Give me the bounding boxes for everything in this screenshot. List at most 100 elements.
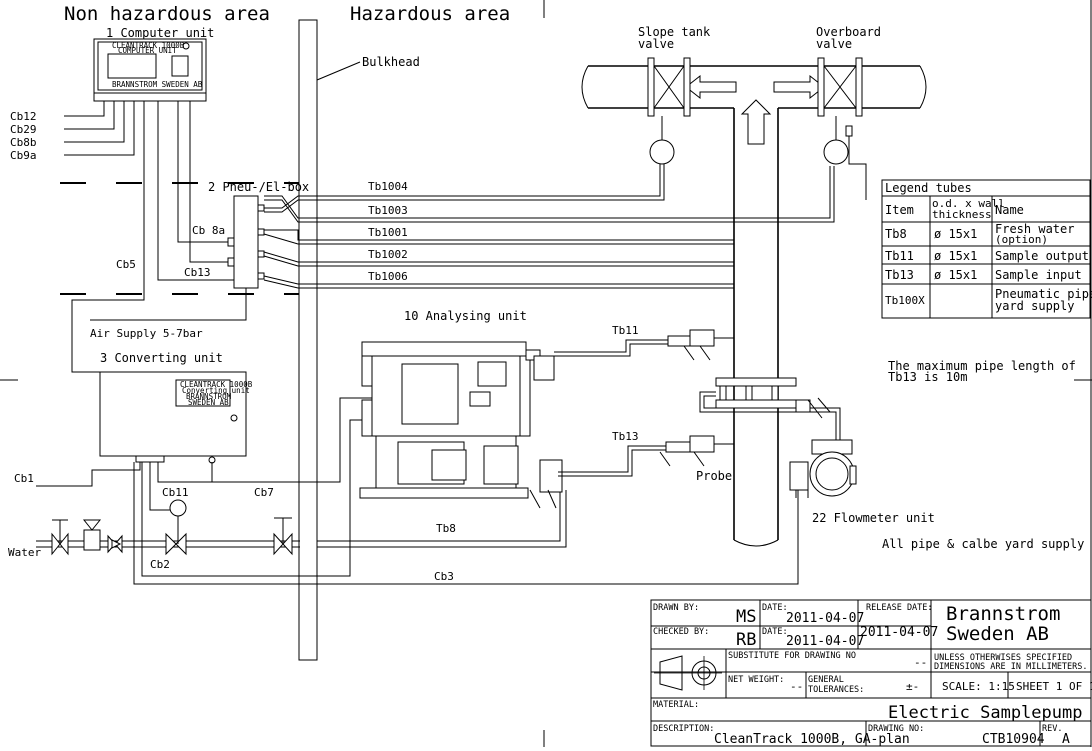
date-label: DATE: <box>762 627 788 637</box>
legend-header-name: Name <box>995 203 1024 217</box>
main-pipe-vertical <box>733 108 779 540</box>
tube-tb1003-b <box>264 166 835 223</box>
computer-unit-gland-strip <box>93 92 207 102</box>
cable-label-cb11: Cb11 <box>162 486 189 499</box>
computer-unit-keypad <box>171 55 189 77</box>
cable-label: Cb29 <box>10 123 37 136</box>
water-valve-1 <box>51 519 69 556</box>
cable-label-cb8a: Cb 8a <box>192 224 225 237</box>
air-supply-label: Air Supply 5-7bar <box>90 327 203 340</box>
substitute-value: -- <box>914 656 927 669</box>
cable-cb13-b <box>189 101 234 263</box>
cable-label-cb7: Cb7 <box>254 486 274 499</box>
computer-unit-label: 1 Computer unit <box>106 26 214 40</box>
tube-tb11 <box>554 339 690 353</box>
cable-label-cb3: Cb3 <box>434 570 454 583</box>
tb13-valve <box>689 435 715 453</box>
cable-cb8b <box>64 101 125 143</box>
general-label-2: TOLERANCES: <box>808 685 864 695</box>
substitute-label: SUBSTITUTE FOR DRAWING NO <box>728 651 856 661</box>
probe-line-b <box>703 395 841 440</box>
tube-label: Tb1006 <box>368 270 408 283</box>
analysing-unit-pump <box>483 445 519 485</box>
net-weight-value: -- <box>790 680 803 693</box>
checked-date: 2011-04-07 <box>786 634 864 649</box>
top-pipe-left-break <box>581 65 589 109</box>
legend-header-od: o.d. x wall <box>932 197 1005 210</box>
water-check-valve <box>107 534 123 554</box>
net-weight-label: NET WEIGHT: <box>728 675 784 685</box>
air-supply-line <box>90 288 247 321</box>
computer-unit-display <box>107 53 157 79</box>
rev-value: A <box>1062 732 1070 747</box>
probe-label: Probe <box>696 469 732 483</box>
cable-cb7 <box>157 462 213 483</box>
converting-panel-line3: BRANNSTROM <box>186 392 232 401</box>
probe-handles <box>807 397 831 419</box>
non-hazardous-area-label: Non hazardous area <box>64 3 270 25</box>
overboard-label-2: valve <box>816 37 852 51</box>
tube-label-tb8: Tb8 <box>436 522 456 535</box>
projection-symbol <box>654 655 722 691</box>
probe-line <box>699 391 837 440</box>
flow-arrow-up <box>740 99 772 145</box>
water-label: Water <box>8 546 41 559</box>
note-max-pipe-1: The maximum pipe length of <box>888 359 1076 373</box>
tube-tb1006 <box>263 275 734 285</box>
checked-by-label: CHECKED BY: <box>653 627 709 637</box>
tube-tb1001-b <box>263 233 734 245</box>
pneu-fitting <box>257 204 265 212</box>
legend-header-thickness: thickness <box>932 208 992 221</box>
probe-bolt <box>745 385 753 401</box>
cable-label-cb13: Cb13 <box>184 266 211 279</box>
tube-label-tb11: Tb11 <box>612 324 639 337</box>
sheet-value: SHEET 1 OF 1 <box>1016 680 1092 693</box>
tube-tb8-run-b <box>317 490 567 548</box>
legend-row-name: Fresh water <box>995 222 1074 236</box>
note-yard-supply: All pipe & calbe yard supply <box>882 537 1084 551</box>
tube-tb1001 <box>264 229 734 241</box>
cable-cb12 <box>64 101 105 117</box>
pneu-fitting <box>227 237 235 247</box>
cable-cb1 <box>36 462 141 487</box>
cable-label-cb2: Cb2 <box>150 558 170 571</box>
analysing-unit-side <box>519 355 531 437</box>
pneu-fitting <box>257 228 265 236</box>
top-pipe-right-break <box>919 65 927 109</box>
tube-label: Tb1004 <box>368 180 408 193</box>
tb13-fitting <box>665 441 691 453</box>
converting-unit-label: 3 Converting unit <box>100 351 223 365</box>
analysing-unit-handles <box>529 489 557 509</box>
cable-cb7-run <box>212 397 372 483</box>
cable-label: Cb8b <box>10 136 37 149</box>
tube-tb13-b <box>558 449 690 477</box>
legend-row-item: Tb100X <box>885 294 925 307</box>
analysing-unit-bracket <box>361 399 373 437</box>
legend-row-name: Sample output <box>995 249 1089 263</box>
cable-cb2 <box>141 419 372 577</box>
title-block <box>650 599 1092 747</box>
computer-panel-line2: COMPUTER UNIT <box>118 46 177 55</box>
overboard-valve <box>817 57 867 200</box>
cable-cb8a <box>177 101 234 243</box>
pneu-fitting <box>227 257 235 267</box>
tube-tb11-b <box>554 343 690 357</box>
water-valve-3 <box>273 517 293 556</box>
slope-tank-label-1: Slope tank <box>638 25 711 39</box>
cable-cb13 <box>157 101 234 281</box>
bulkhead-leader <box>316 61 361 81</box>
analysing-unit-pump-head <box>477 361 507 387</box>
converting-gland-strip <box>135 455 165 463</box>
company-line-2: Sweden AB <box>946 623 1049 645</box>
slope-tank-valve <box>647 57 691 165</box>
legend-row-od: ø 15x1 <box>934 249 977 263</box>
legend-row-item: Tb13 <box>885 268 914 282</box>
water-filter <box>82 519 102 551</box>
cable-label: Cb9a <box>10 149 37 162</box>
converting-panel-line4: SWEDEN AB <box>188 398 229 407</box>
drawing-no-value: CTB10904 <box>982 732 1045 747</box>
overboard-label-1: Overboard <box>816 25 881 39</box>
cable-label-cb1: Cb1 <box>14 472 34 485</box>
release-date-label: RELEASE DATE: <box>866 603 933 613</box>
